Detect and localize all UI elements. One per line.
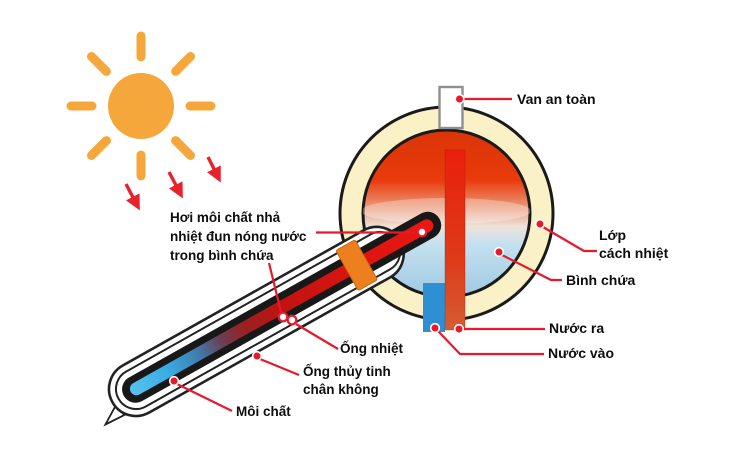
tube-collar [336,239,378,291]
leader-lines [176,97,597,412]
label-insulation-line1: Lớp [599,227,627,243]
label-vapor-note-line3: trong bình chứa [170,248,274,263]
cold-water-inlet-pipe [423,283,445,332]
label-safety-valve: Van an toàn [517,91,596,107]
label-vacuum-glass-line2: chân không [303,382,379,397]
label-vapor-note-line2: nhiệt đun nóng nước [170,229,307,244]
sunlight-arrows [124,156,221,211]
label-working-fluid: Môi chất [236,404,291,419]
label-vapor-note: Hơi môi chất nhả nhiệt đun nóng nước tro… [170,208,306,265]
label-vacuum-glass-tube: Ống thủy tinh chân không [303,363,391,399]
label-heat-pipe: Ống nhiệt [340,341,403,356]
sun-icon [66,31,216,181]
label-water-out: Nước ra [549,320,605,336]
hot-water-outlet-pipe [444,149,466,331]
label-vapor-note-line1: Hơi môi chất nhả [170,210,281,225]
label-insulation-line2: cách nhiệt [599,245,669,261]
safety-valve [438,85,464,130]
leader-dots [168,93,546,387]
label-insulation-layer: Lớp cách nhiệt [599,226,668,262]
label-tank: Bình chứa [566,272,636,288]
vacuum-tube [103,211,442,427]
label-vacuum-glass-line1: Ống thủy tinh [303,364,391,379]
label-water-in: Nước vào [548,345,615,361]
